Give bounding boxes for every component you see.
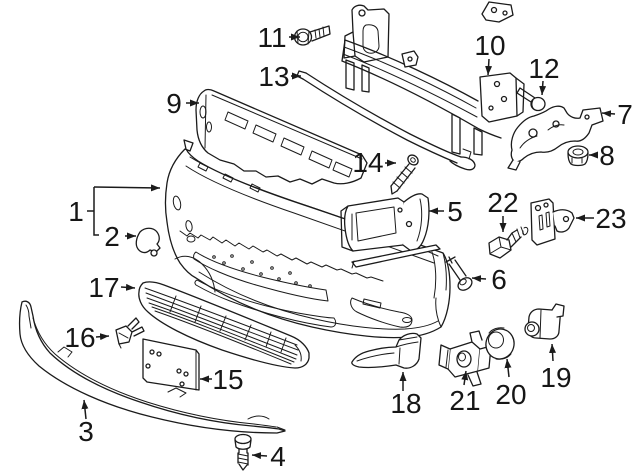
part-temp-sensor-drawing: [488, 226, 529, 259]
callout-1-arrow: [93, 184, 161, 192]
part-pin-bolt-drawing: [516, 87, 546, 112]
callout-label-22: 22: [487, 187, 518, 218]
callout-label-6: 6: [491, 264, 507, 295]
part-bolt-drawing: [293, 25, 331, 46]
part-grille-clip-drawing: [115, 317, 145, 349]
callout-label-3: 3: [78, 416, 94, 447]
callout-17-arrow: [120, 283, 136, 291]
callout-label-18: 18: [390, 388, 421, 419]
callout-label-7: 7: [617, 99, 633, 130]
part-headlamp-bracket-drawing: [340, 193, 441, 269]
callout-label-2: 2: [104, 221, 120, 252]
callout-12-arrow: [539, 80, 547, 96]
callout-label-19: 19: [540, 362, 571, 393]
callout-labels: 1 2 3 4 5 6 7 8 9 10 11 12 13 14 15 16 1…: [64, 22, 632, 471]
callout-label-8: 8: [599, 140, 615, 171]
callout-6-arrow: [471, 275, 487, 283]
part-screw-drawing: [390, 154, 419, 195]
part-sensor-bracket-drawing: [438, 330, 492, 387]
callout-19-arrow: [549, 343, 557, 362]
part-side-bracket-drawing: [507, 105, 604, 171]
part-retainer-ring-drawing: [485, 327, 515, 360]
callout-16-arrow: [95, 333, 110, 341]
callout-7-arrow: [601, 110, 616, 118]
callout-label-4: 4: [270, 441, 286, 471]
callout-label-17: 17: [88, 272, 119, 303]
callout-label-11: 11: [257, 22, 286, 53]
callout-label-9: 9: [166, 88, 182, 119]
callout-label-10: 10: [474, 30, 505, 61]
callout-label-16: 16: [64, 322, 95, 353]
part-impact-bar-drawing: [341, 1, 525, 156]
part-absorber-drawing: [195, 88, 368, 185]
callout-21-arrow: [461, 370, 469, 386]
part-trim-strip-drawing: [351, 332, 422, 369]
part-parking-sensor-drawing: [524, 303, 565, 340]
part-clip-bracket-drawing: [135, 227, 161, 257]
callout-10-arrow: [485, 58, 493, 76]
part-valance-screw-drawing: [234, 433, 252, 471]
callout-label-12: 12: [528, 53, 559, 84]
callout-1-bracket: [87, 187, 99, 236]
part-nut-drawing: [567, 145, 589, 167]
callout-label-5: 5: [447, 196, 463, 227]
callout-20-arrow: [504, 358, 512, 378]
callout-label-20: 20: [495, 379, 526, 410]
part-rivet-drawing: [445, 256, 473, 291]
callout-label-13: 13: [258, 61, 289, 92]
callout-3-arrow: [81, 399, 89, 420]
callout-4-arrow: [251, 452, 268, 460]
callout-label-1: 1: [68, 196, 84, 227]
part-lower-grille-drawing: [138, 281, 310, 369]
part-bumper-cover-drawing: [164, 139, 451, 339]
callout-leaders: [81, 33, 616, 460]
callout-label-23: 23: [595, 203, 626, 234]
part-license-bracket-drawing: [142, 338, 200, 391]
callout-label-14: 14: [352, 147, 383, 178]
callout-label-15: 15: [212, 364, 243, 395]
part-lower-valance-drawing: [18, 300, 286, 434]
part-small-bracket-drawing: [530, 198, 575, 246]
callout-label-21: 21: [449, 385, 480, 416]
